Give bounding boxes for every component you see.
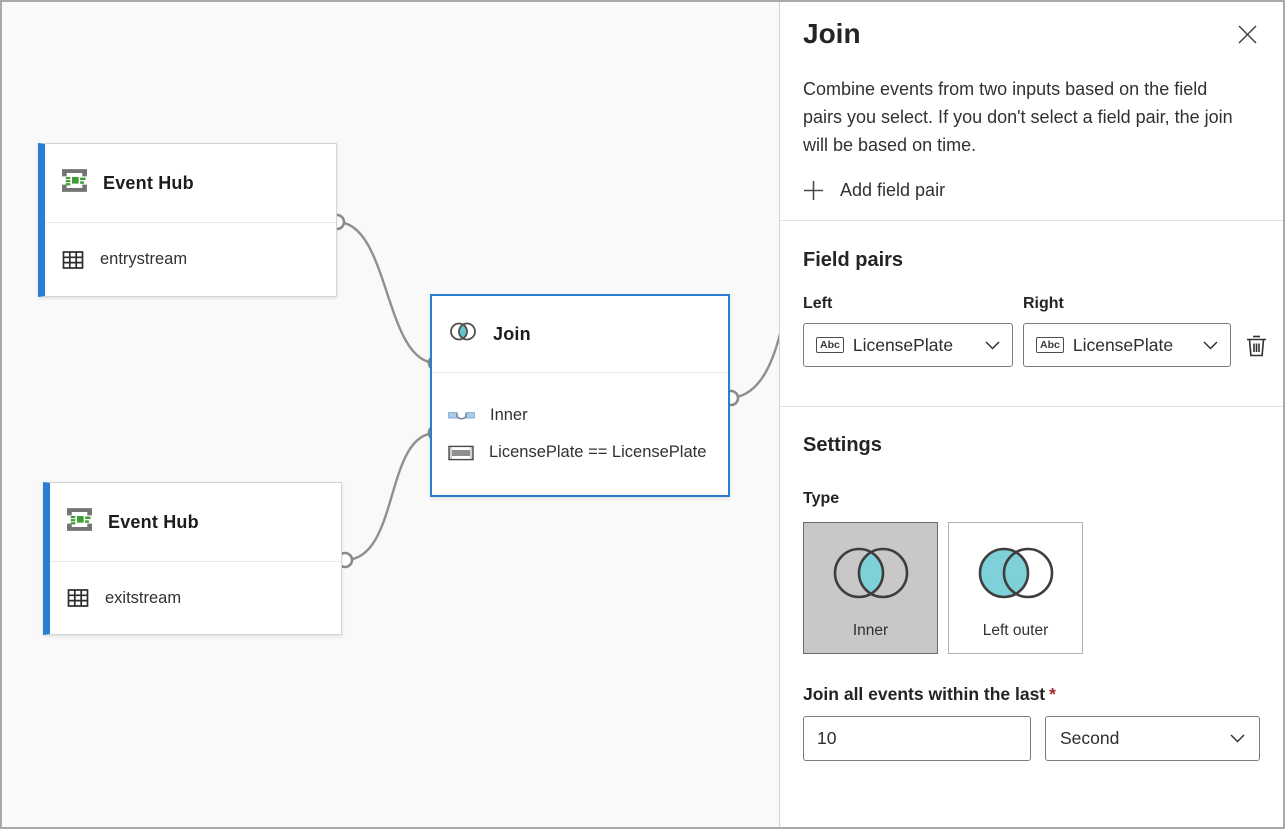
inner-join-icon [448,409,475,423]
chevron-down-icon [1230,734,1245,743]
join-type-left-outer-option[interactable]: Left outer [948,522,1083,654]
connection-line [730,333,779,400]
join-config-panel: Join Combine events from two inputs base… [779,2,1283,827]
panel-description: Combine events from two inputs based on … [803,79,1233,155]
stream-row: entrystream [61,248,336,272]
venn-left-outer-icon [974,523,1058,622]
duration-unit-value: Second [1060,728,1120,748]
field-pair-icon [448,445,474,461]
duration-label-text: Join all events within the last [803,684,1046,704]
stream-name: entrystream [100,250,188,268]
field-pair-right-column: Right Abc LicensePlate [1023,295,1270,367]
node-header: Event Hub [50,483,341,562]
node-event-hub-exit[interactable]: Event Hub exitstream [43,482,342,635]
table-icon [61,248,85,272]
plus-icon [804,181,823,200]
inner-option-label: Inner [852,622,889,639]
close-icon [1237,24,1257,44]
venn-inner-icon [829,523,913,622]
node-event-hub-entry[interactable]: Event Hub entrystream [38,143,337,297]
connection-line [344,431,437,562]
node-header: Join [432,296,728,373]
join-condition-text: LicensePlate == LicensePlate [489,443,707,461]
event-hub-icon [61,167,88,199]
table-icon [66,586,90,610]
venn-icon [448,321,478,347]
divider [780,220,1283,221]
delete-field-pair-button[interactable] [1243,331,1270,360]
join-type-row: Inner [448,406,728,425]
divider [780,406,1283,407]
add-field-pair-button[interactable]: Add field pair [803,180,945,201]
chevron-down-icon [1203,340,1218,350]
left-label: Left [803,295,833,312]
left-outer-option-label: Left outer [982,622,1049,639]
left-field-value: LicensePlate [852,334,954,355]
connection-line [336,220,437,365]
join-type-text: Inner [490,406,528,424]
join-type-inner-option[interactable]: Inner [803,522,938,654]
right-field-dropdown[interactable]: Abc LicensePlate [1023,323,1231,367]
node-join[interactable]: Join Inner [430,294,730,497]
duration-value-input[interactable] [803,716,1031,761]
trash-icon [1247,335,1266,356]
field-pair-left-column: Left Abc LicensePlate [803,295,1013,367]
node-title: Event Hub [103,172,194,193]
node-title: Event Hub [108,511,199,532]
node-title: Join [493,323,531,344]
panel-title: Join [803,18,861,49]
settings-heading: Settings [803,434,882,456]
add-field-pair-label: Add field pair [840,180,946,200]
diagram-canvas[interactable]: Event Hub entrystream [2,2,779,827]
close-button[interactable] [1233,20,1261,48]
stream-name: exitstream [105,588,182,607]
right-field-value: LicensePlate [1072,334,1174,355]
event-hub-icon [66,506,93,538]
duration-unit-select[interactable]: Second [1045,716,1260,761]
join-condition-row: LicensePlate == LicensePlate [448,443,728,462]
right-label: Right [1023,295,1064,312]
field-pairs-heading: Field pairs [803,249,904,271]
duration-label: Join all events within the last* [803,684,1260,705]
abc-type-icon: Abc [816,337,844,353]
type-label: Type [803,490,840,507]
node-header: Event Hub [45,144,336,223]
required-asterisk: * [1049,684,1056,704]
abc-type-icon: Abc [1036,337,1064,353]
left-field-dropdown[interactable]: Abc LicensePlate [803,323,1013,367]
chevron-down-icon [985,340,1000,350]
stream-row: exitstream [66,586,341,610]
